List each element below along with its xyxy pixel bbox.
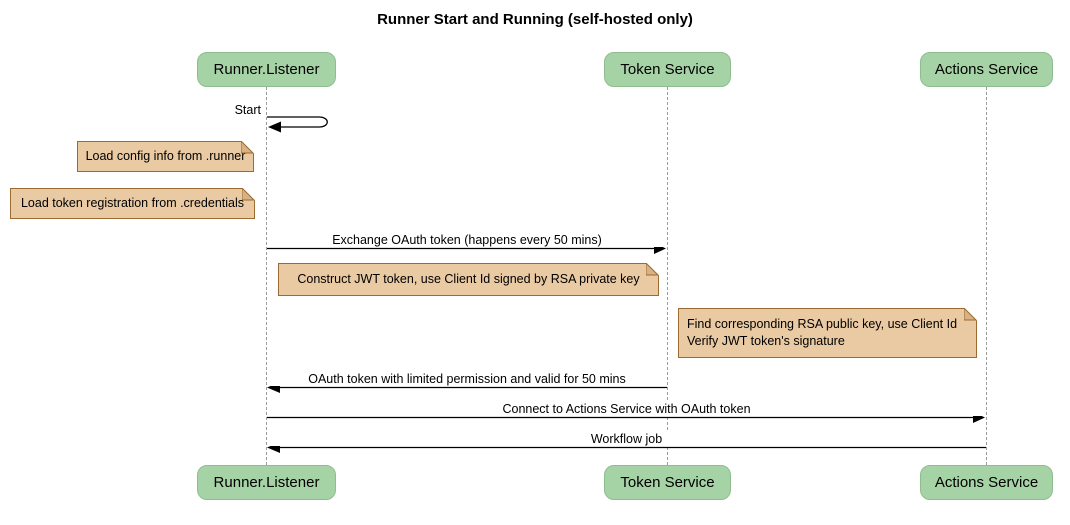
note-text: Load token registration from .credential… bbox=[20, 196, 245, 210]
participant-top-runner-listener: Runner.Listener bbox=[197, 52, 336, 87]
note-fold-icon bbox=[242, 188, 255, 201]
participant-bottom-runner-listener: Runner.Listener bbox=[197, 465, 336, 500]
participant-label: Actions Service bbox=[934, 474, 1039, 491]
message-label-start: Start bbox=[160, 103, 261, 117]
note-fold-icon bbox=[646, 263, 659, 276]
diagram-title: Runner Start and Running (self-hosted on… bbox=[377, 11, 693, 28]
participant-label: Runner.Listener bbox=[213, 61, 320, 78]
participant-top-token-service: Token Service bbox=[604, 52, 731, 87]
note-construct-jwt: Construct JWT token, use Client Id signe… bbox=[278, 263, 659, 296]
note-fold-icon bbox=[964, 308, 977, 321]
message-label-oauth-token-back: OAuth token with limited permission and … bbox=[267, 372, 667, 386]
note-text-line1: Find corresponding RSA public key, use C… bbox=[687, 317, 958, 331]
note-load-token-registration: Load token registration from .credential… bbox=[10, 188, 255, 219]
message-label-workflow-job: Workflow job bbox=[267, 432, 986, 446]
note-text-line2: Verify JWT token's signature bbox=[687, 334, 845, 348]
participant-bottom-actions-service: Actions Service bbox=[920, 465, 1053, 500]
note-fold-icon bbox=[241, 141, 254, 154]
participant-top-actions-service: Actions Service bbox=[920, 52, 1053, 87]
participant-label: Token Service bbox=[620, 474, 715, 491]
message-label-exchange-oauth: Exchange OAuth token (happens every 50 m… bbox=[267, 233, 667, 247]
lifeline-token-service bbox=[667, 87, 668, 465]
participant-label: Token Service bbox=[620, 61, 715, 78]
participant-label: Runner.Listener bbox=[213, 474, 320, 491]
self-message-arrow-start bbox=[267, 116, 328, 133]
note-load-config: Load config info from .runner bbox=[77, 141, 254, 172]
participant-bottom-token-service: Token Service bbox=[604, 465, 731, 500]
note-text: Construct JWT token, use Client Id signe… bbox=[297, 272, 640, 286]
participant-label: Actions Service bbox=[934, 61, 1039, 78]
note-verify-jwt: Find corresponding RSA public key, use C… bbox=[678, 308, 977, 358]
message-label-connect-actions: Connect to Actions Service with OAuth to… bbox=[267, 402, 986, 416]
lifeline-runner-listener bbox=[266, 87, 267, 465]
lifeline-actions-service bbox=[986, 87, 987, 465]
note-text: Load config info from .runner bbox=[85, 149, 246, 163]
